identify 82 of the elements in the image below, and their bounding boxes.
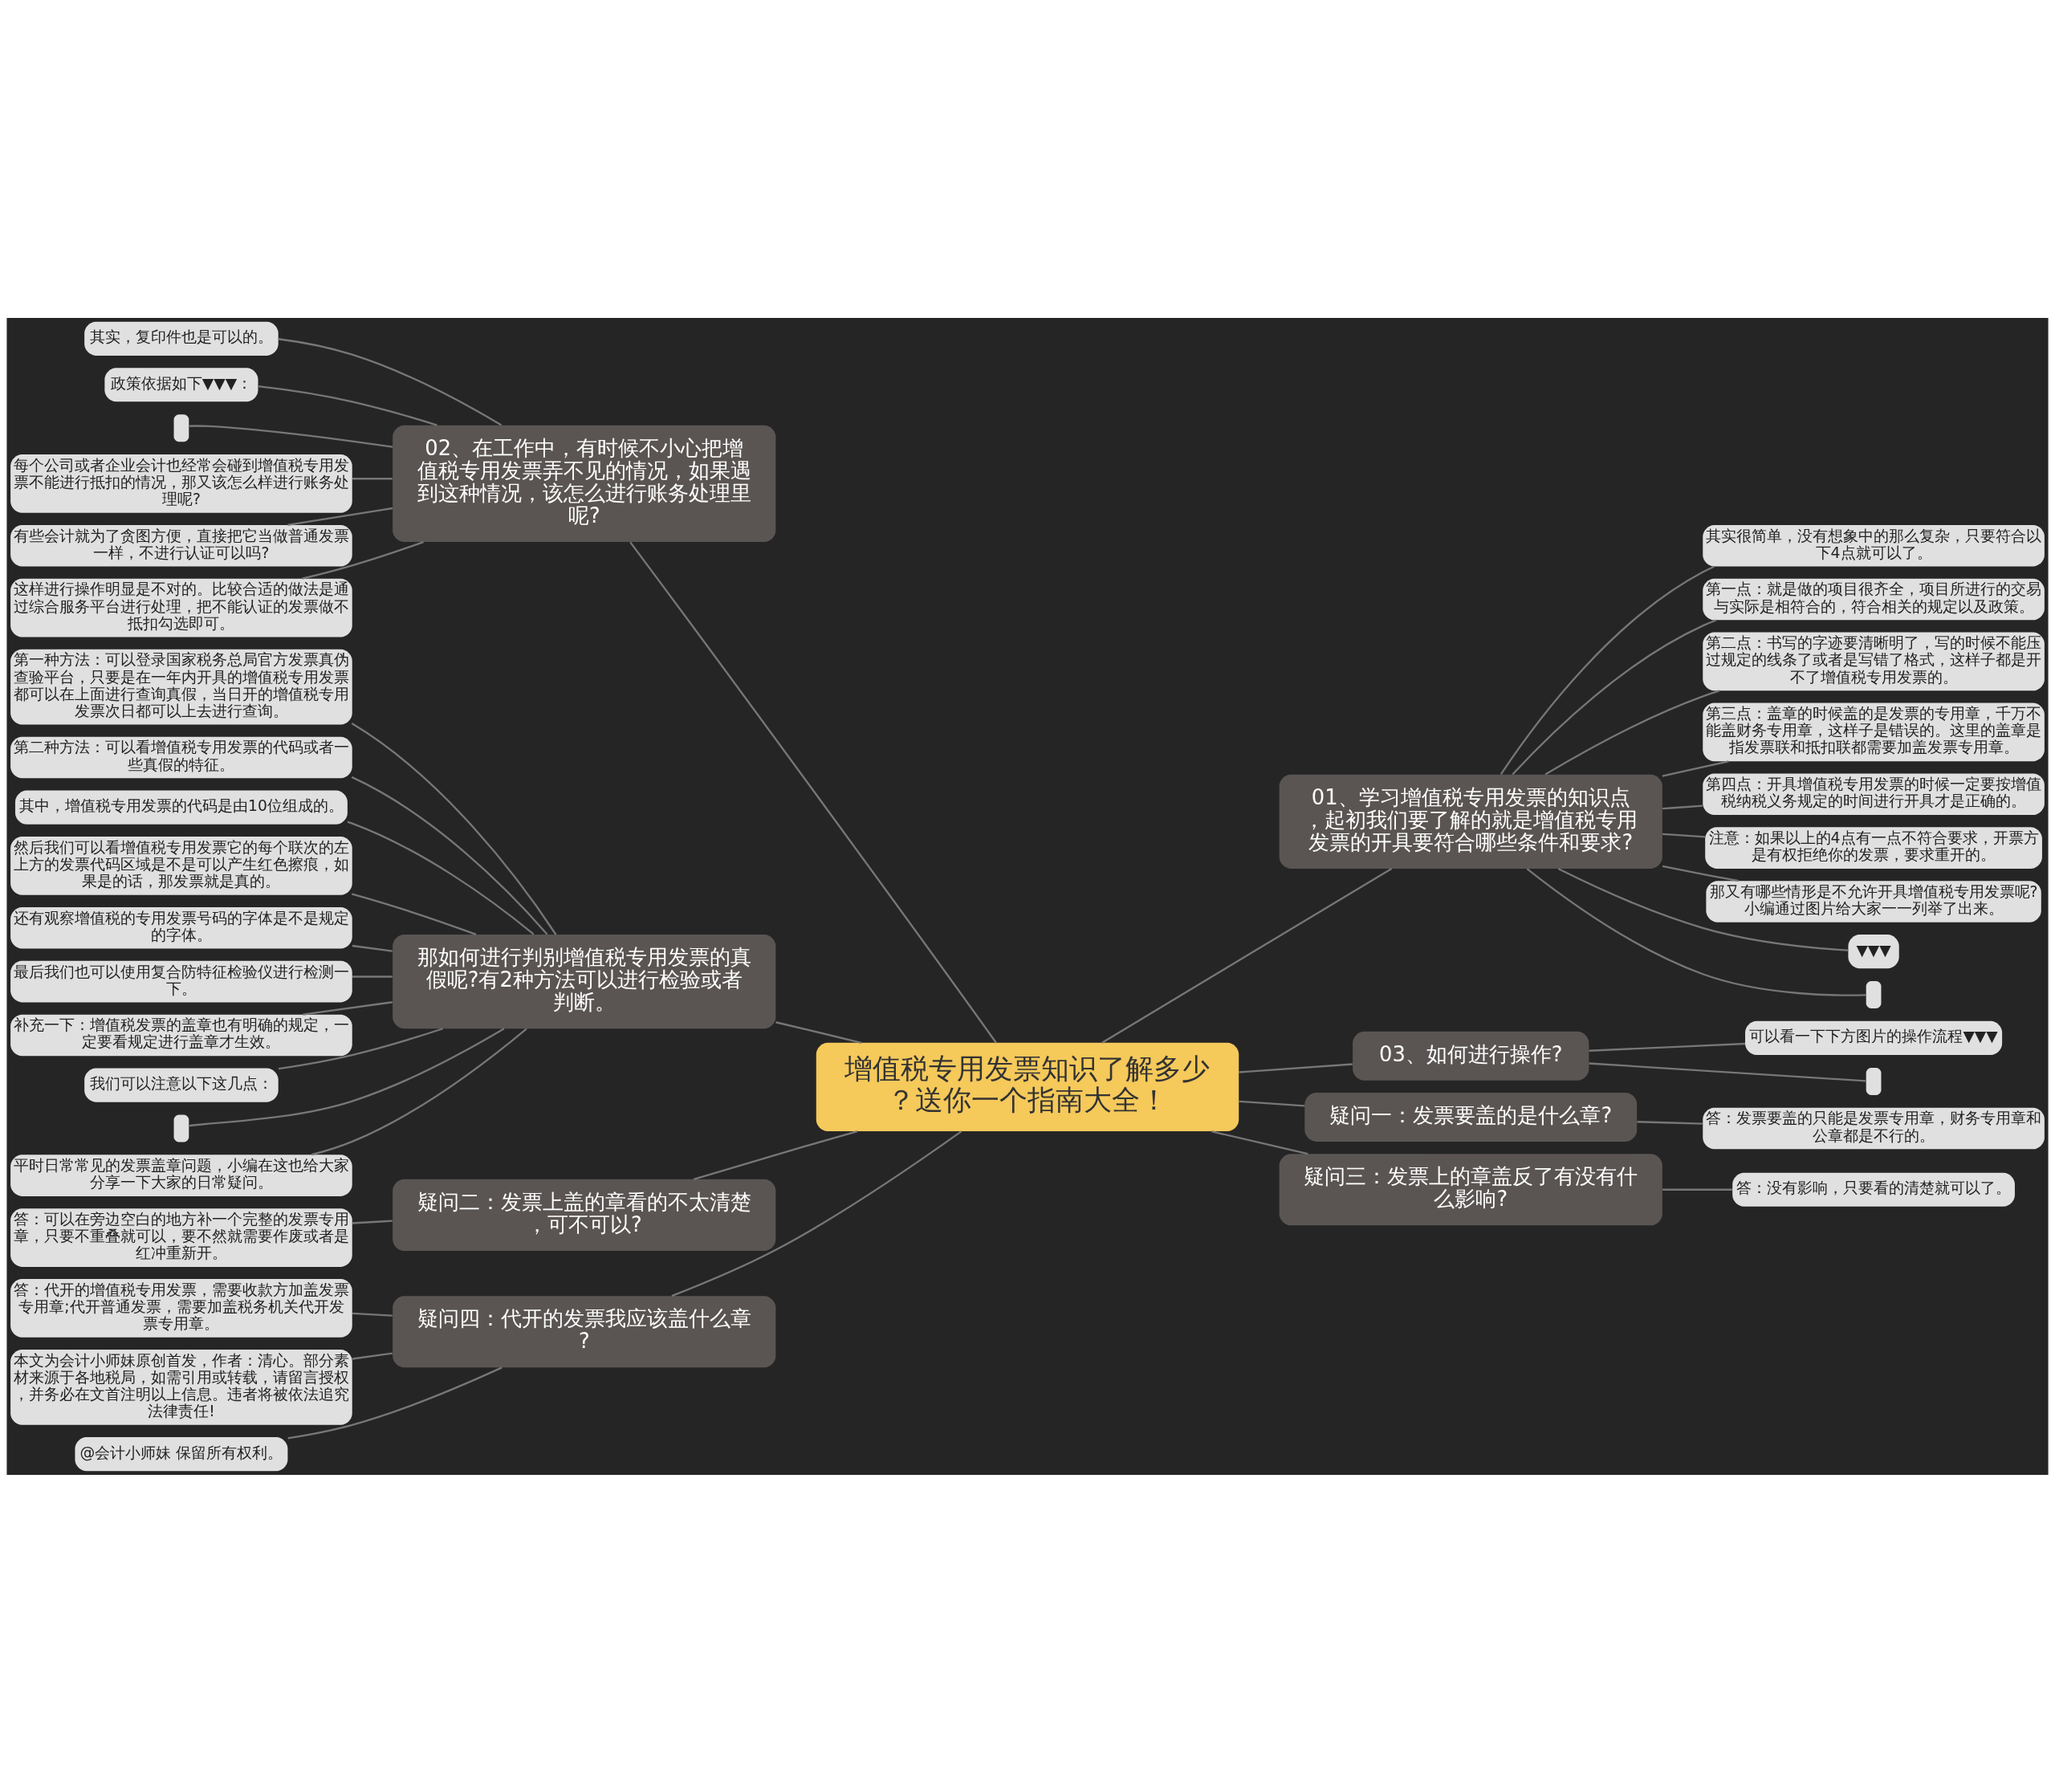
node-box: 每个公司或者企业会计也经常会碰到增值税专用发票不能进行抵扣的情况，那又该怎么样进行账务处理呢? — [10, 454, 352, 513]
node-box: 我们可以注意以下这几点： — [84, 1068, 279, 1102]
connector — [1662, 1188, 1733, 1191]
connector — [347, 820, 535, 935]
node-box: 疑问四：代开的发票我应该盖什么章? — [393, 1295, 776, 1367]
connector — [311, 1027, 527, 1155]
node-box: 第三点：盖章的时候盖的是发票的专用章，千万不能盖财务专用章，这样子是错误的。这里的盖章是指发票联和抵扣联都需要加盖发票专用章。 — [1703, 703, 2045, 761]
connector — [351, 776, 548, 935]
node-box: 增值税专用发票知识了解多少？送你一个指南大全！ — [816, 1042, 1239, 1131]
connector — [302, 540, 424, 580]
node-box: ▼▼▼ — [1848, 934, 1899, 968]
node-box: 然后我们可以看增值税专用发票它的每个联次的左上方的发票代码区域是不是可以产生红色擦痕，如果是的话，那发票就是真的。 — [10, 836, 352, 895]
node-box: 答：可以在旁边空白的地方补一个完整的发票专用章，只要不重叠就可以，要不然就需要作废或者是红冲重新开。 — [10, 1208, 352, 1267]
node-box: 01、学习增值税专用发票的知识点，起初我们要了解的就是增值税专用发票的开具要符合哪些条件和要求? — [1279, 774, 1662, 869]
node-box — [173, 1114, 189, 1142]
node-box: 答：代开的增值税专用发票，需要收款方加盖发票专用章;代开普通发票，需要加盖税务机关代开发票专用章。 — [10, 1278, 352, 1338]
node-box: 有些会计就为了贪图方便，直接把它当做普通发票一样，不进行认证可以吗? — [10, 524, 352, 567]
node-box: 疑问二：发票上盖的章看的不太清楚，可不可以? — [393, 1179, 776, 1251]
connector — [1544, 689, 1720, 776]
connector — [1239, 1062, 1353, 1073]
node-box: 那如何进行判别增值税专用发票的真假呢?有2种方法可以进行检验或者判断。 — [393, 934, 776, 1028]
node-box: 答：没有影响，只要看的清楚就可以了。 — [1732, 1172, 2015, 1207]
connector — [352, 477, 393, 479]
node-box: 第二点：书写的字迹要清晰明了，写的时候不能压过规定的线条了或者是写错了格式，这样子都是开不了增值税专用发票的。 — [1703, 632, 2045, 690]
connector — [352, 1312, 393, 1317]
connector — [351, 722, 557, 935]
connector — [1662, 804, 1703, 809]
node-box: 其实很简单，没有想象中的那么复杂，只要符合以下4点就可以了。 — [1703, 524, 2045, 567]
node-box: 那又有哪些情形是不允许开具增值税专用发票呢?小编通过图片给大家一一列举了出来。 — [1706, 880, 2041, 922]
node-box: 平时日常常见的发票盖章问题，小编在这也给大家分享一下大家的日常疑问。 — [10, 1154, 352, 1196]
node-box: 答：发票要盖的只能是发票专用章，财务专用章和公章都是不行的。 — [1703, 1107, 2045, 1149]
connector — [775, 1020, 862, 1044]
node-box: 疑问三：发票上的章盖反了有没有什么影响? — [1279, 1153, 1662, 1225]
node-box: 其中，增值税专用发票的代码是由10位组成的。 — [15, 790, 348, 825]
connector — [1589, 1042, 1746, 1052]
connector — [278, 1027, 443, 1069]
connector — [287, 1366, 503, 1440]
node-box: 最后我们也可以使用复合防特征检验仪进行检测一下。 — [10, 960, 352, 1002]
node-box: 第二种方法：可以看增值税专用发票的代码或者一些真假的特征。 — [10, 736, 352, 778]
node-box: 第四点：开具增值税专用发票的时候一定要按增值税纳税义务规定的时间进行开具才是正确的。 — [1703, 773, 2045, 815]
node-box: 政策依据如下▼▼▼： — [104, 367, 258, 401]
connector — [352, 1219, 393, 1224]
node-box: 疑问一：发票要盖的是什么章? — [1304, 1092, 1638, 1142]
connector — [1637, 1120, 1703, 1125]
node-box: 这样进行操作明显是不对的。比较合适的做法是通过综合服务平台进行处理，把不能认证的发票做不抵扣勾选即可。 — [10, 578, 352, 637]
connector — [278, 337, 503, 426]
connector — [352, 1351, 393, 1360]
node-box — [1866, 980, 1882, 1008]
connector — [1526, 867, 1866, 996]
connector — [1500, 565, 1715, 775]
connector — [671, 1130, 962, 1297]
connector — [1512, 618, 1717, 775]
connector — [1589, 1061, 1866, 1082]
node-box: 第一种方法：可以登录国家税务总局官方发票真伪查验平台，只要是在一年内开具的增值税专用发票都可以在上面进行查询真假，当日开的增值税专用发票次日都可以上去进行查询。 — [10, 649, 352, 724]
node-box: 第一点：就是做的项目很齐全，项目所进行的交易与实际是相符合的，符合相关的规定以及政策。 — [1703, 578, 2045, 620]
node-box — [1866, 1067, 1882, 1095]
connector — [1662, 760, 1729, 777]
node-box: 02、在工作中，有时候不小心把增值税专用发票弄不见的情况，如果遇到这种情况，该怎么进行账务处理里呢? — [393, 425, 776, 542]
connector — [1239, 1100, 1305, 1107]
node-box: 其实，复印件也是可以的。 — [84, 321, 279, 356]
connector — [351, 892, 477, 935]
node-box: 本文为会计小师妹原创首发，作者：清心。部分素材来源于各地税局，如需引用或转载，请留言授权，并务必在文首注明以上信息。违者将被依法追究法律责任! — [10, 1349, 352, 1425]
connector — [629, 541, 997, 1043]
connector — [287, 507, 393, 526]
connector — [1557, 867, 1849, 951]
connector — [1662, 865, 1739, 882]
connector — [352, 944, 393, 952]
connector — [352, 975, 393, 978]
connector — [1211, 1130, 1308, 1155]
node-box: 注意：如果以上的4点有一点不符合要求，开票方是有权拒绝你的发票，要求重开的。 — [1705, 826, 2042, 869]
connector — [1101, 867, 1393, 1044]
connector — [693, 1130, 858, 1180]
node-box: @会计小师妹 保留所有权利。 — [75, 1436, 288, 1471]
connector — [1662, 833, 1706, 838]
connector — [258, 385, 437, 426]
node-box: 补充一下：增值税发票的盖章也有明确的规定，一定要看规定进行盖章才生效。 — [10, 1014, 352, 1056]
connector — [189, 1027, 505, 1126]
node-box: 03、如何进行操作? — [1353, 1031, 1589, 1081]
connector — [189, 424, 393, 448]
node-box: 可以看一下下方图片的操作流程▼▼▼ — [1745, 1020, 2003, 1055]
node-box: 还有观察增值税的专用发票号码的字体是不是规定的字体。 — [10, 906, 352, 949]
node-box — [173, 413, 189, 442]
